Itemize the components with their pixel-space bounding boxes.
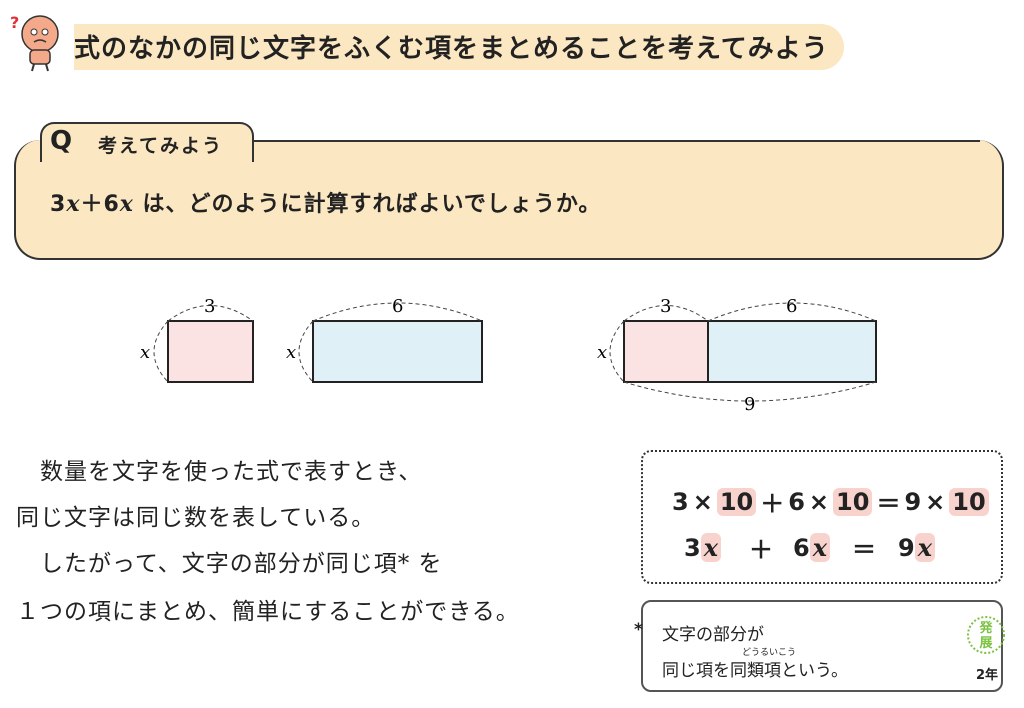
rect2-height-label: x bbox=[286, 342, 296, 363]
title-band bbox=[74, 24, 844, 70]
question-tab-label: 考えてみよう bbox=[98, 135, 224, 157]
advanced-badge-icon: 発 展 bbox=[967, 616, 1005, 654]
equation-row-numeric: 3×10 ＋6×10 ＝9×10 bbox=[672, 484, 989, 519]
combined-rect-6x bbox=[707, 320, 877, 383]
rect-6x bbox=[312, 320, 483, 383]
grade-label: 2年 bbox=[976, 668, 999, 683]
rect2-width-label: 6 bbox=[392, 296, 403, 317]
rect1-width-label: 3 bbox=[204, 296, 215, 317]
note-ruby: どうるいこう bbox=[742, 648, 797, 658]
combined-rect-3x bbox=[623, 320, 709, 383]
equation-box bbox=[641, 450, 1003, 584]
explanation-line-2: 同じ文字は同じ数を表している。 bbox=[16, 505, 376, 531]
rect1-height-label: x bbox=[140, 342, 150, 363]
svg-text:?: ? bbox=[10, 13, 19, 32]
note-line-1: 文字の部分が bbox=[662, 625, 764, 645]
mascot-icon: ? bbox=[10, 13, 59, 72]
question-tab bbox=[40, 122, 254, 162]
question-text: 3x＋6x は、どのように計算すればよいでしょうか。 bbox=[50, 191, 602, 217]
definition-note-box bbox=[641, 600, 1003, 692]
note-asterisk: * bbox=[634, 620, 643, 640]
svg-text:発: 発 bbox=[978, 620, 993, 636]
area-diagrams: 3 x 6 x 3 6 x 9 bbox=[140, 296, 877, 415]
rect-3x bbox=[167, 320, 254, 383]
question-box-top-border bbox=[250, 140, 980, 142]
page-title: 式のなかの同じ文字をふくむ項をまとめることを考えてみよう bbox=[74, 34, 829, 64]
explanation-line-4: １つの項にまとめ、簡単にすることができる。 bbox=[16, 599, 520, 625]
note-line-2: 同じ項を同類項という。 bbox=[662, 661, 848, 681]
explanation-line-3: したがって、文字の部分が同じ項* を bbox=[40, 551, 443, 577]
explanation-line-1: 数量を文字を使った式で表すとき、 bbox=[40, 459, 423, 485]
combined-total-label: 9 bbox=[744, 394, 755, 415]
question-tab-letter: Q bbox=[50, 126, 73, 156]
svg-text:展: 展 bbox=[979, 636, 993, 651]
combined-width-label-3: 3 bbox=[660, 296, 671, 317]
combined-height-label: x bbox=[597, 342, 607, 363]
combined-width-label-6: 6 bbox=[786, 296, 797, 317]
